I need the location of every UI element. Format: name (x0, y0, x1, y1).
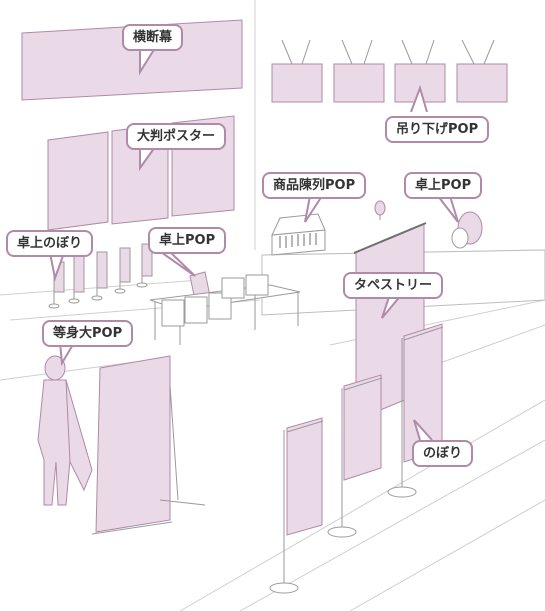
label-tapestry: タペストリー (343, 272, 444, 299)
label-hanging-pop: 吊り下げPOP (385, 116, 490, 143)
tabletop-nobori (48, 243, 153, 309)
label-product-display-pop: 商品陳列POP (262, 172, 367, 199)
table-and-chairs (149, 274, 301, 345)
label-tabletop-pop-left: 卓上POP (148, 227, 227, 254)
callout-tails (49, 47, 459, 441)
label-tabletop-pop-right: 卓上POP (404, 172, 483, 199)
label-life-size-pop: 等身大POP (42, 320, 134, 347)
product-display-pop (271, 213, 326, 256)
label-nobori: のぼり (412, 440, 474, 467)
label-horizontal-banner: 横断幕 (122, 24, 184, 51)
life-size-pop (37, 355, 93, 506)
label-large-poster: 大判ポスター (126, 123, 227, 150)
nobori-stands (269, 323, 444, 594)
rollup-banner (91, 355, 206, 535)
hanging-pops (271, 39, 508, 103)
tabletop-pop-right (451, 211, 483, 249)
label-tabletop-nobori: 卓上のぼり (6, 230, 94, 257)
